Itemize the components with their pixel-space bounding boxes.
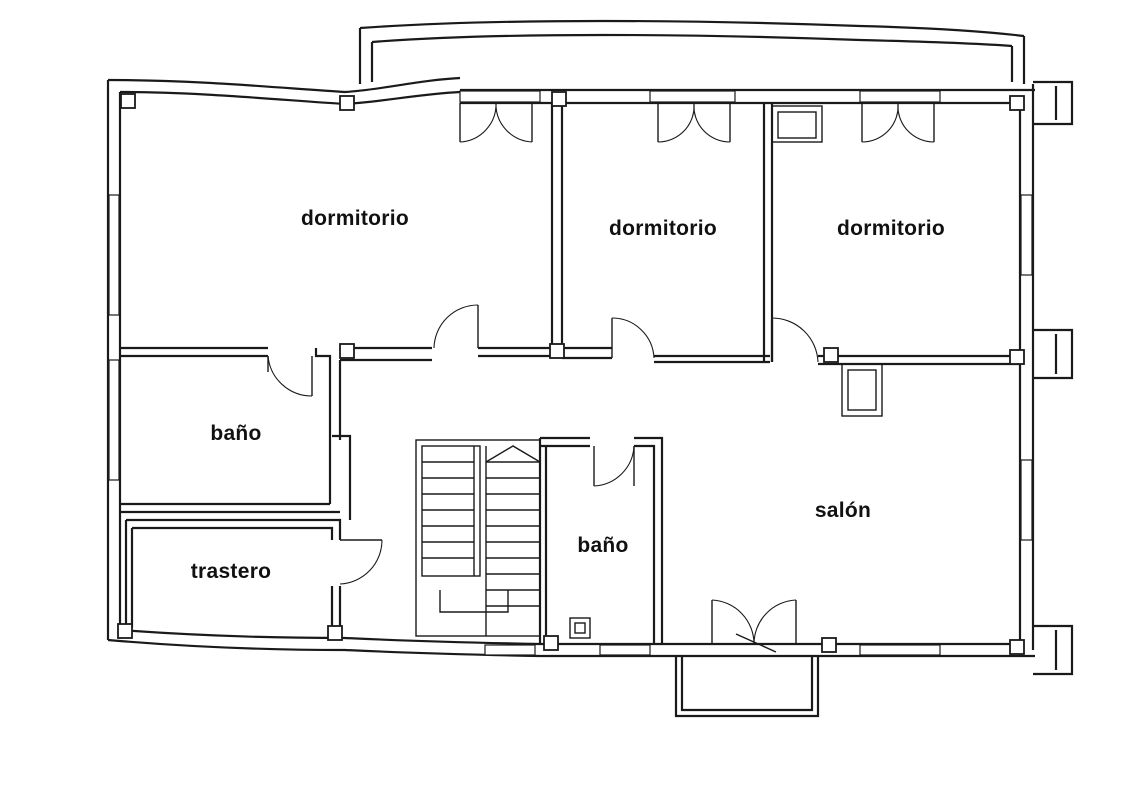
exterior-walls	[106, 19, 1074, 718]
windows	[108, 90, 1033, 656]
room-label-dormitorio-2: dormitorio	[609, 217, 717, 240]
room-label-trastero: trastero	[190, 560, 272, 583]
doors	[267, 102, 935, 653]
room-label-dormitorio-3: dormitorio	[837, 217, 945, 240]
room-label-bano-1: baño	[210, 422, 262, 445]
structural-columns	[117, 91, 1025, 655]
room-label-bano-2: baño	[577, 534, 629, 557]
room-label-dormitorio-1: dormitorio	[301, 207, 409, 230]
room-label-salon: salón	[814, 499, 872, 522]
staircase	[415, 439, 541, 637]
